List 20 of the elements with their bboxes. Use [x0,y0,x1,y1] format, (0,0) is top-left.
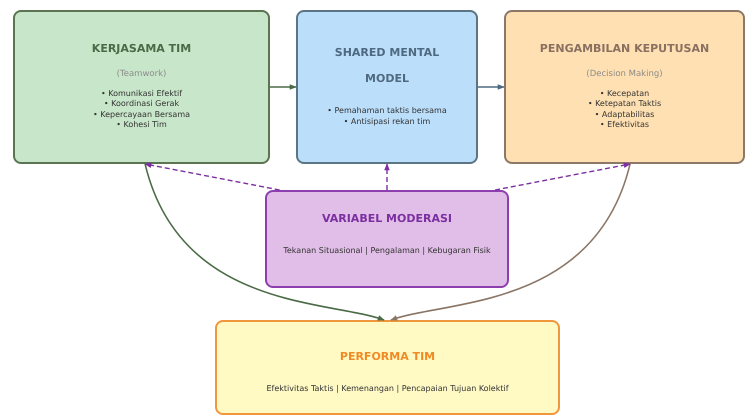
box-subtitle: (Decision Making) [584,68,665,81]
arrow [390,164,631,321]
box-item: • Antisipasi rekan tim [342,116,432,127]
box-title: KERJASAMA TIM [90,42,194,56]
box-item: • Pemahaman taktis bersama [325,106,449,116]
box-item: Efektivitas Taktis | Kemenangan | Pencapaian Tujuan Kolektif [264,384,511,394]
concept-box [265,190,509,288]
concept-box [215,320,560,415]
arrow [270,84,297,90]
concept-box [504,10,745,164]
arrow [144,164,385,321]
concept-box [13,10,270,164]
arrow [478,84,505,90]
box-item: Tekanan Situasional | Pengalaman | Kebugaran Fisik [281,246,493,256]
box-item: • Adaptabilitas [592,110,656,120]
dashed-arrow [494,162,631,191]
concept-box [296,10,478,164]
dashed-arrow [384,163,390,190]
dashed-arrow [144,162,280,191]
box-item: • Kecepatan [598,88,652,100]
